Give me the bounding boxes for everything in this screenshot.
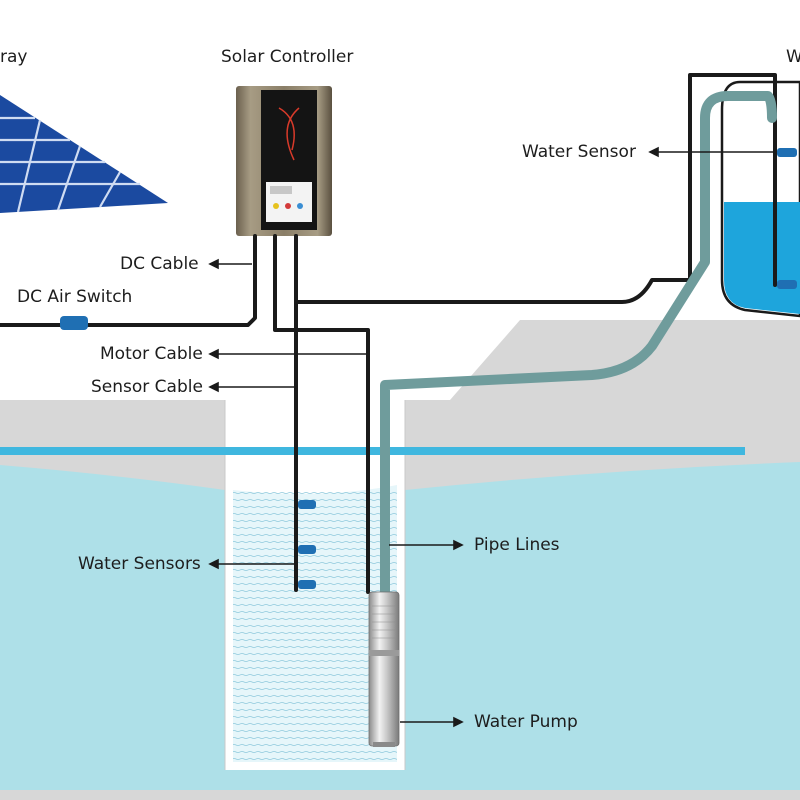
dc-air-switch [60, 316, 88, 330]
water-tank-label: W [786, 47, 800, 67]
tank-water-sensor-1 [777, 148, 797, 157]
cables [0, 73, 777, 594]
groundwater-body [0, 462, 800, 790]
motor-cable [273, 234, 370, 594]
solar-controller [236, 86, 332, 236]
solar-array-label: ray [0, 47, 28, 67]
water-pump-label: Water Pump [474, 712, 578, 732]
dc-cable [0, 234, 257, 327]
solar-controller-label: Solar Controller [221, 47, 354, 67]
dc-air-switch-label: DC Air Switch [17, 287, 133, 307]
water-pump [368, 591, 400, 747]
dc-cable-label: DC Cable [120, 254, 199, 274]
water-tank [720, 80, 800, 318]
pipe-lines-label: Pipe Lines [474, 535, 560, 555]
leader-arrows [208, 146, 776, 728]
motor-cable-label: Motor Cable [100, 344, 203, 364]
sensor-cable-label: Sensor Cable [91, 377, 203, 397]
solar-panel-array [0, 90, 175, 218]
water-sensor-1 [298, 500, 316, 509]
tank-water-sensor-2 [777, 280, 797, 289]
water-sensor-label: Water Sensor [522, 142, 636, 162]
water-sensor-2 [298, 545, 316, 554]
water-table-line [0, 447, 745, 455]
water-sensor-3 [298, 580, 316, 589]
tank-sensor-cable [294, 73, 777, 304]
water-sensors-label: Water Sensors [78, 554, 201, 574]
pipe-line [380, 91, 777, 600]
